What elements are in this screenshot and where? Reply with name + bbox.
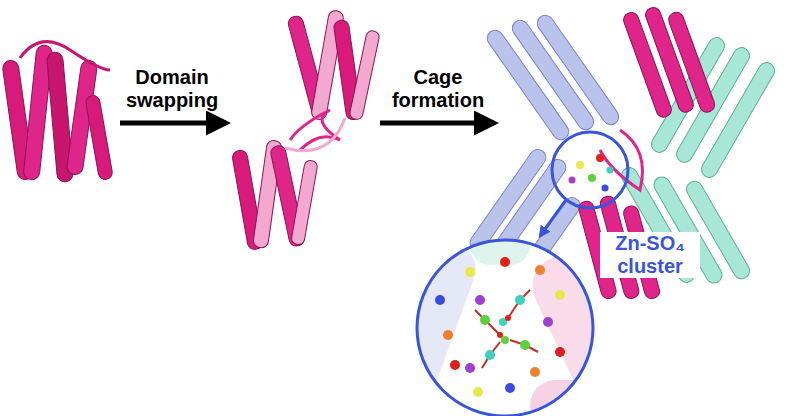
monomer (2, 42, 114, 183)
zoom-circle (552, 132, 628, 208)
step-label: Cage formation (380, 66, 496, 112)
step-label: Domain swapping (114, 66, 230, 112)
inset-label: Zn-SO₄ cluster (600, 232, 700, 278)
zoom-arrow (540, 200, 566, 236)
process-arrow (380, 121, 494, 126)
domain-swapped-dimer (231, 10, 380, 251)
process-arrow (120, 121, 226, 126)
protein-cage (467, 6, 777, 301)
